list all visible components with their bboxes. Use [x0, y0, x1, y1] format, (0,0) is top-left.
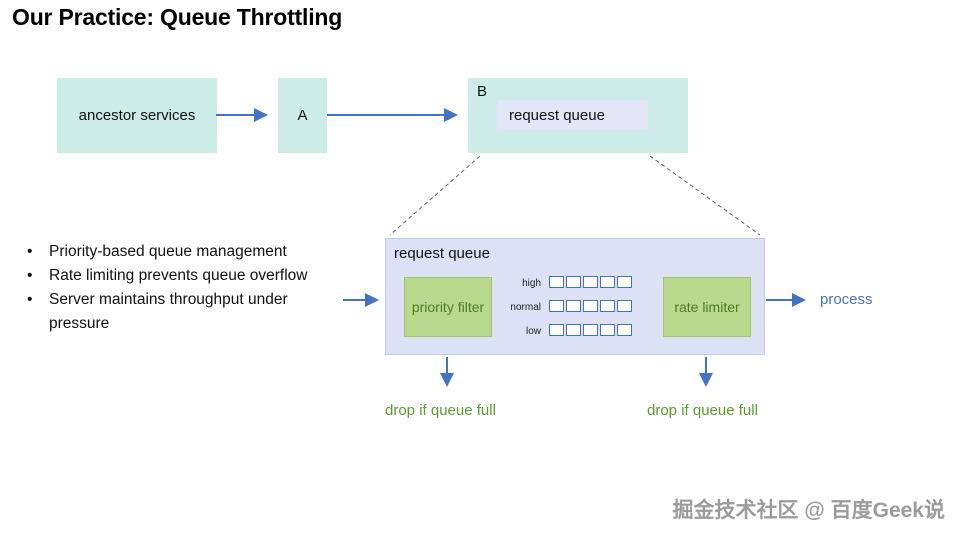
bullet-item: Rate limiting prevents queue overflow: [25, 264, 310, 288]
queue-cell: [583, 275, 598, 288]
queue-row-label: high: [522, 278, 541, 289]
queue-cell: [600, 323, 615, 336]
queue-row-normal: normal: [491, 299, 634, 317]
queue-cell: [600, 299, 615, 312]
queue-cells: [549, 299, 634, 317]
bullet-item: Server maintains throughput under pressu…: [25, 288, 310, 336]
queue-cell: [549, 275, 564, 288]
queue-cell: [617, 323, 632, 336]
b-request-queue-label: request queue: [509, 106, 605, 124]
queue-row-label: low: [525, 326, 541, 337]
request-queue-detail-title: request queue: [394, 245, 490, 262]
queue-cells: [549, 323, 634, 341]
process-label: process: [820, 291, 873, 308]
priority-filter-box: priority filter: [404, 277, 492, 337]
drop-if-queue-full-left-label: drop if queue full: [385, 402, 496, 419]
bullet-item: Priority-based queue management: [25, 240, 310, 264]
service-a-box: A: [278, 78, 327, 153]
service-a-label: A: [297, 107, 308, 124]
zoom-dashed-line-left: [389, 155, 481, 236]
zoom-dashed-line-right: [649, 155, 761, 236]
queue-cell: [617, 299, 632, 312]
queue-cell: [583, 299, 598, 312]
watermark: 掘金技术社区 @ 百度Geek说: [672, 499, 945, 522]
queue-cell: [583, 323, 598, 336]
service-b-label: B: [477, 83, 488, 100]
queue-row-high: high: [491, 275, 634, 293]
queue-cell: [600, 275, 615, 288]
queue-cell: [617, 275, 632, 288]
queue-cells: [549, 275, 634, 293]
ancestor-services-box: ancestor services: [57, 78, 217, 153]
drop-if-queue-full-right-label: drop if queue full: [647, 402, 758, 419]
bullet-list: Priority-based queue management Rate lim…: [25, 240, 310, 336]
queue-cell: [549, 299, 564, 312]
queue-cell: [566, 323, 581, 336]
queue-row-label: normal: [510, 302, 541, 313]
rate-limiter-box: rate limiter: [663, 277, 751, 337]
queue-rows: high normal low: [491, 275, 634, 349]
page-title: Our Practice: Queue Throttling: [12, 4, 343, 30]
queue-cell: [549, 323, 564, 336]
ancestor-services-label: ancestor services: [78, 107, 196, 124]
request-queue-detail-box: request queue priority filter high norma…: [385, 238, 765, 355]
queue-cell: [566, 299, 581, 312]
queue-cell: [566, 275, 581, 288]
queue-row-low: low: [491, 323, 634, 341]
b-request-queue-box: request queue: [497, 100, 648, 130]
service-b-box: B request queue: [468, 78, 688, 153]
